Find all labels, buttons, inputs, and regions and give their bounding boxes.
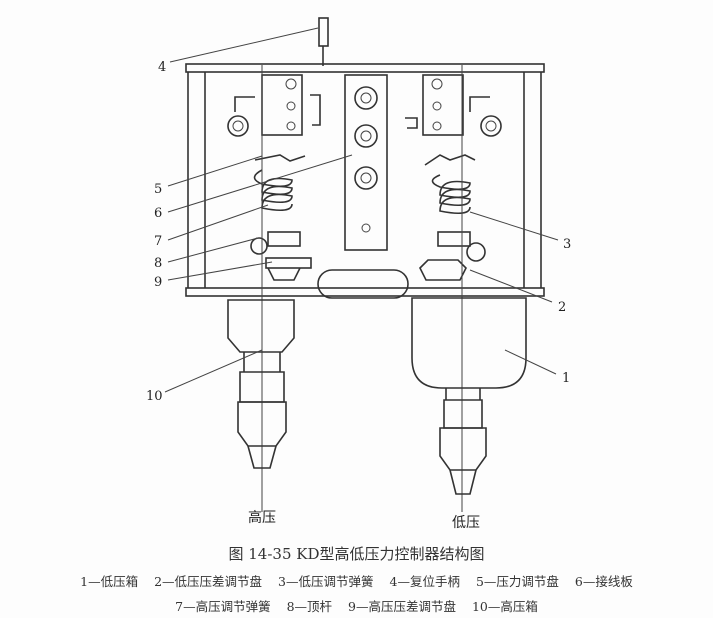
high-pressure-box	[227, 299, 295, 469]
legend-row-1: 1—低压箱 2—低压压差调节盘 3—低压调节弹簧 4—复位手柄 5—压力调节盘 …	[0, 571, 713, 590]
callout-2: 2	[558, 300, 566, 315]
housing	[185, 63, 545, 299]
callout-9: 9	[154, 275, 162, 290]
legend-item: 4—复位手柄	[389, 574, 460, 589]
high-pressure-label: 高压	[248, 509, 276, 526]
legend-item: 8—顶杆	[286, 599, 333, 614]
callout-3: 3	[563, 237, 571, 252]
legend-row-2: 7—高压调节弹簧 8—顶杆 9—高压压差调节盘 10—高压箱	[0, 596, 713, 615]
legend-item: 7—高压调节弹簧	[175, 599, 271, 614]
legend-item: 10—高压箱	[471, 599, 538, 614]
high-pressure-mechanism	[227, 65, 321, 512]
callout-4: 4	[158, 60, 166, 75]
callout-6: 6	[154, 206, 162, 221]
callout-5: 5	[154, 182, 162, 197]
reset-handle	[318, 17, 329, 66]
callout-8: 8	[154, 256, 162, 271]
legend-item: 6—接线板	[574, 574, 633, 589]
terminal-board	[344, 74, 388, 251]
legend-item: 9—高压压差调节盘	[348, 599, 456, 614]
low-pressure-box	[411, 297, 527, 495]
figure-title: 图 14-35 KD型高低压力控制器结构图	[228, 545, 485, 563]
callout-7: 7	[154, 234, 162, 249]
controller-diagram: 4 5 6 7 8 9 10 3 2 1 高压 低压	[146, 17, 571, 531]
legend-item: 1—低压箱	[80, 574, 139, 589]
leader-lines	[164, 27, 559, 393]
legend-item: 3—低压调节弹簧	[278, 574, 374, 589]
callout-10: 10	[146, 389, 163, 404]
legend-item: 2—低压压差调节盘	[154, 574, 263, 589]
legend-item: 5—压力调节盘	[475, 574, 559, 589]
callout-1: 1	[562, 371, 570, 386]
low-pressure-label: 低压	[452, 515, 480, 531]
low-pressure-mechanism	[405, 65, 502, 512]
